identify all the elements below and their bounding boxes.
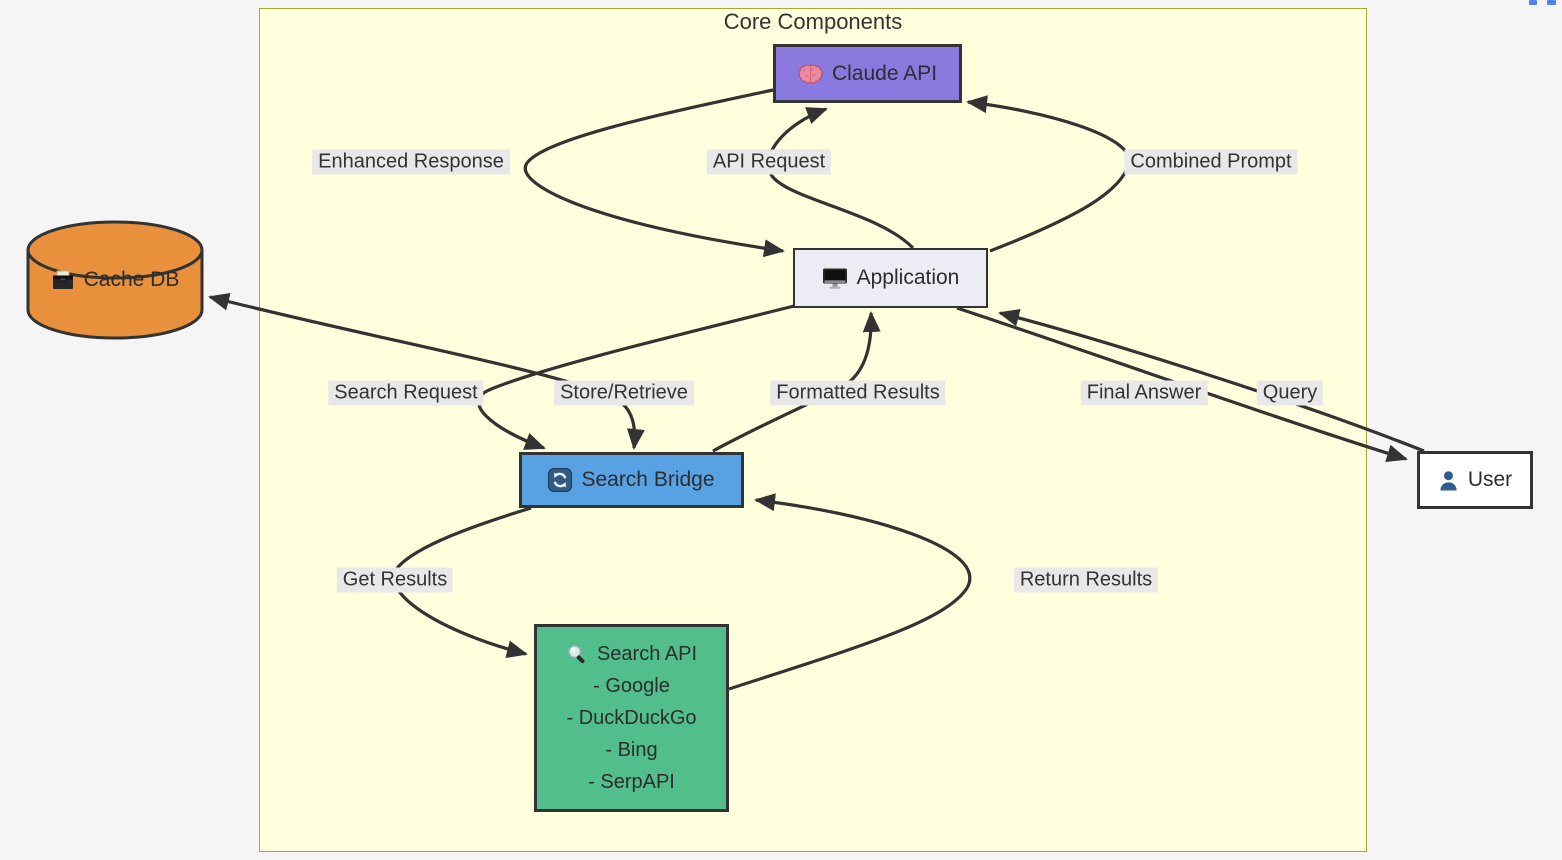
edge-label-get-results: Get Results [336, 567, 454, 593]
node-search-api: Search API - Google - DuckDuckGo - Bing … [534, 624, 729, 812]
node-user-label: User [1467, 468, 1513, 491]
search-api-provider: - DuckDuckGo [566, 707, 697, 729]
edge-label-store-retrieve: Store/Retrieve [554, 380, 694, 406]
edge-enhanced-response [523, 88, 785, 258]
edge-get-results [392, 506, 532, 659]
search-api-provider: - SerpAPI [588, 771, 675, 793]
cache-db-cylinder [26, 220, 204, 340]
card-file-box-icon [52, 270, 73, 289]
node-application-label: Application [856, 266, 960, 289]
counterclockwise-arrows-icon [548, 468, 573, 492]
node-search-bridge-label: Search Bridge [581, 468, 715, 491]
clipped-icon-fragment [1529, 0, 1537, 5]
edge-label-search-request: Search Request [328, 380, 484, 406]
edge-label-combined-prompt: Combined Prompt [1124, 149, 1298, 175]
brain-icon [798, 64, 823, 84]
node-claude-api: Claude API [773, 44, 962, 103]
edge-label-enhanced-response: Enhanced Response [312, 149, 510, 175]
edge-label-formatted-results: Formatted Results [770, 380, 946, 406]
node-cache-db-label: Cache DB [83, 268, 180, 291]
desktop-computer-icon [822, 268, 847, 289]
node-cache-db: Cache DB [28, 250, 202, 310]
edge-search-request [477, 304, 795, 450]
edge-return-results [728, 493, 972, 691]
subgraph-title: Core Components [723, 9, 903, 34]
node-search-api-label: Search API [596, 643, 698, 665]
magnifying-glass-icon [567, 644, 585, 663]
edge-label-final-answer: Final Answer [1080, 380, 1208, 406]
edge-store-retrieve [208, 292, 645, 450]
node-search-api-title-line: Search API [566, 638, 697, 670]
edge-label-return-results: Return Results [1013, 567, 1159, 593]
clipped-icon-fragment [1547, 0, 1556, 5]
bust-in-silhouette-icon [1440, 470, 1457, 491]
search-api-provider: - Google [593, 675, 670, 697]
edge-query [998, 308, 1425, 453]
edge-api-request [766, 107, 915, 250]
search-api-provider: - Bing [605, 739, 658, 761]
edge-label-api-request: API Request [706, 149, 832, 175]
edge-combined-prompt [966, 95, 1131, 253]
edge-label-query: Query [1256, 380, 1324, 406]
node-user: User [1417, 451, 1533, 509]
node-application: Application [793, 248, 988, 308]
node-search-bridge: Search Bridge [519, 452, 744, 508]
node-claude-api-label: Claude API [831, 61, 938, 85]
